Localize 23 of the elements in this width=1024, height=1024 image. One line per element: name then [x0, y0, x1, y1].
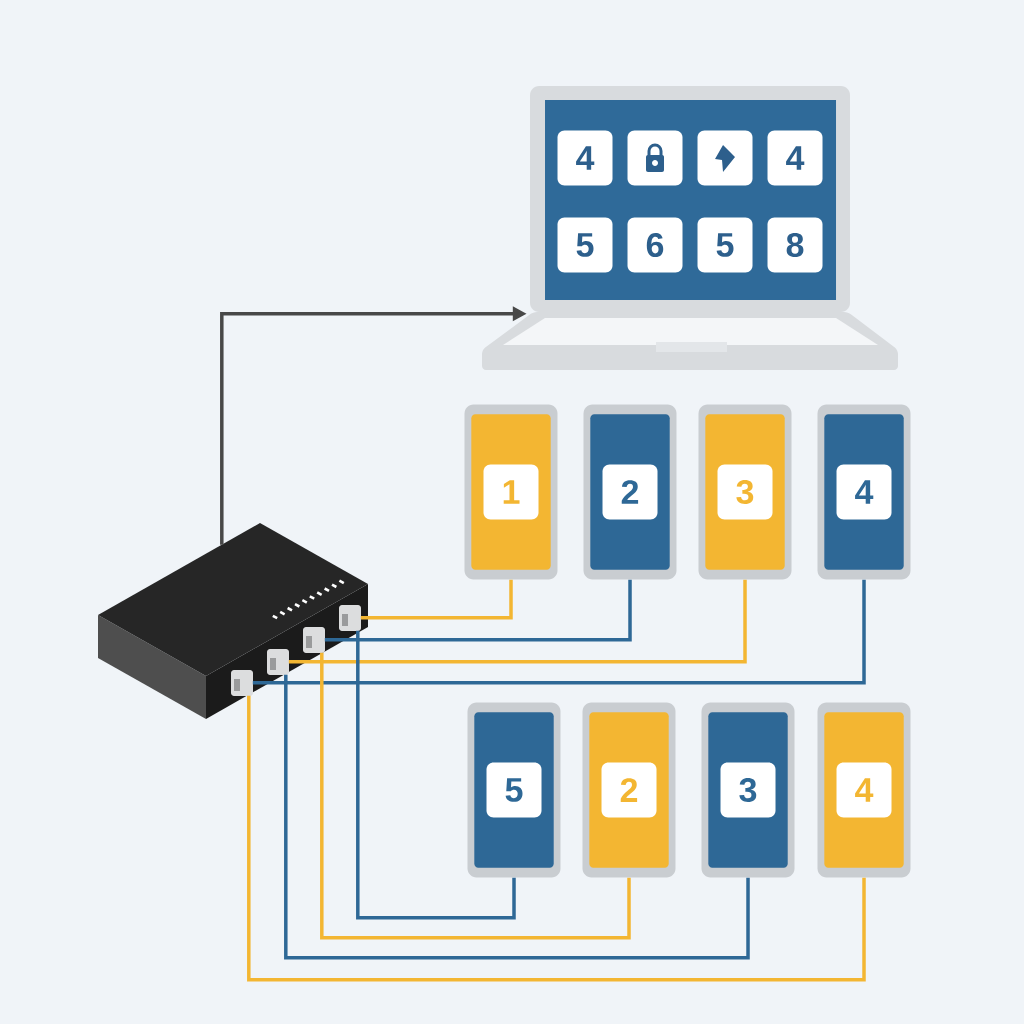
- number-tile: 1: [483, 464, 539, 520]
- cable: [284, 674, 750, 960]
- number-tile: 5: [486, 762, 542, 818]
- cable: [252, 579, 866, 685]
- number-tile: 3: [717, 464, 773, 520]
- number-tile: 4: [767, 130, 823, 186]
- number-tile: 5: [697, 217, 753, 273]
- cable: [356, 630, 516, 920]
- number-tile: 8: [767, 217, 823, 273]
- number-tile: 2: [602, 464, 658, 520]
- number-tile: 3: [720, 762, 776, 818]
- number-tile: 4: [836, 762, 892, 818]
- number-tile: 4: [836, 464, 892, 520]
- number-tile: 5: [557, 217, 613, 273]
- cable: [324, 579, 632, 642]
- number-tile: 2: [601, 762, 657, 818]
- number-tile: 4: [557, 130, 613, 186]
- cable: [288, 579, 747, 664]
- cable: [360, 579, 513, 620]
- number-tile: 6: [627, 217, 683, 273]
- cable: [247, 695, 866, 982]
- network-switch: [98, 523, 368, 719]
- cable: [320, 652, 631, 940]
